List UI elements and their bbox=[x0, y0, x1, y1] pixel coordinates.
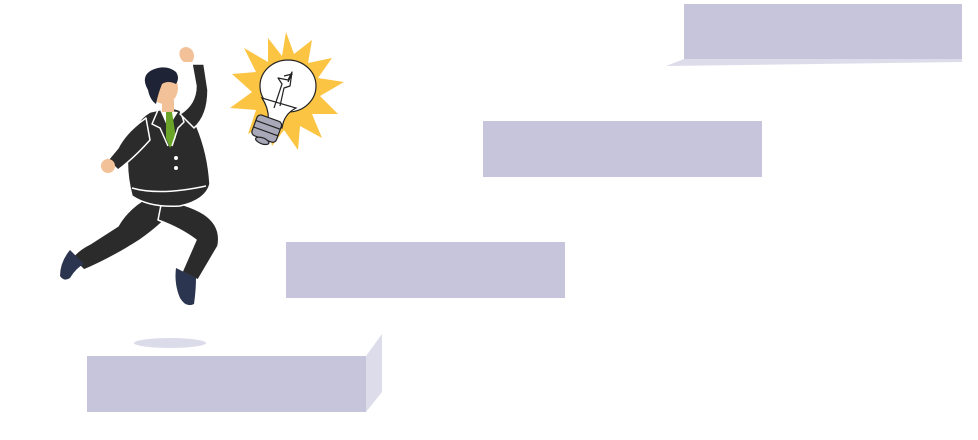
tie bbox=[166, 112, 176, 148]
lightbulb-icon bbox=[230, 32, 344, 150]
lower-hand bbox=[101, 159, 115, 173]
staircase bbox=[87, 4, 962, 412]
step-1-side bbox=[366, 334, 382, 412]
back-shoe bbox=[60, 250, 84, 280]
bulb-filament bbox=[273, 71, 293, 109]
step-3 bbox=[483, 121, 762, 177]
jacket-button-1 bbox=[174, 156, 178, 160]
step-2 bbox=[286, 242, 565, 298]
bulb-filament-2 bbox=[283, 73, 293, 83]
step-4-underside bbox=[666, 59, 962, 66]
step-4-face bbox=[684, 4, 962, 59]
step-1-face bbox=[87, 356, 366, 412]
left-lapel bbox=[151, 109, 169, 147]
step-2-face bbox=[286, 242, 565, 298]
front-shoe bbox=[175, 268, 196, 306]
step-3-face bbox=[483, 121, 762, 177]
jacket-button-2 bbox=[174, 166, 178, 170]
jump-shadow bbox=[134, 338, 206, 348]
raised-arm bbox=[179, 63, 209, 129]
front-leg bbox=[157, 199, 220, 281]
jacket-hem bbox=[131, 185, 207, 193]
back-leg bbox=[71, 195, 173, 271]
businessman-jumping bbox=[60, 47, 220, 306]
raised-fist bbox=[179, 47, 194, 62]
bulb-base bbox=[251, 114, 283, 146]
step-1 bbox=[87, 334, 382, 412]
step-4 bbox=[666, 4, 962, 66]
hair bbox=[144, 67, 178, 104]
